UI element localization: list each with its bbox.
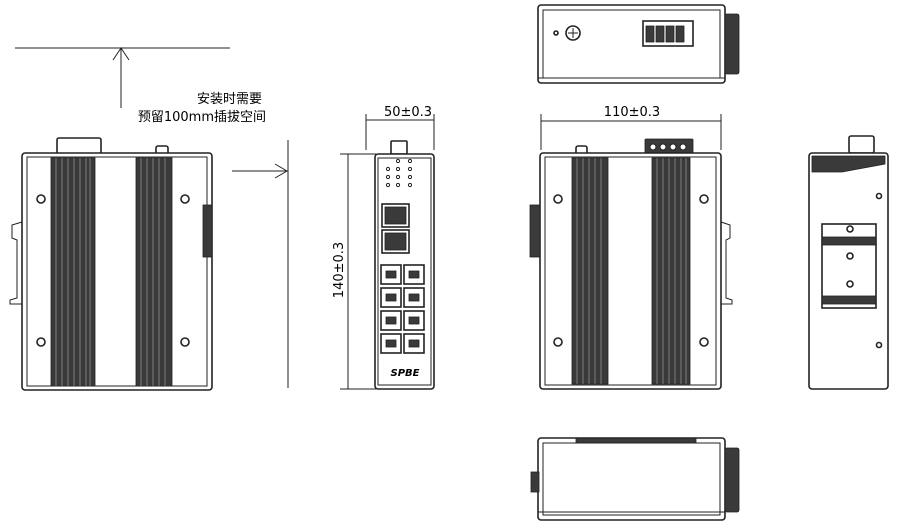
side-rail-bracket [529, 204, 541, 258]
left-din-clip [9, 221, 23, 305]
front-sfp-ports [381, 203, 410, 254]
left-fin-block-a [50, 157, 96, 387]
back-top-bevel [811, 155, 886, 173]
front-led-matrix [385, 158, 413, 188]
left-screw-tl [36, 194, 46, 204]
top-terminal-pin-3 [665, 25, 675, 43]
front-terminal-top [390, 140, 408, 155]
left-fin-group-b [135, 157, 173, 387]
side-inner-frame [544, 156, 717, 386]
side-fin-lines [576, 158, 687, 384]
left-screw-bl [36, 337, 46, 347]
side-dim-length-label: 110±0.3 [604, 105, 660, 120]
bottom-housing [537, 437, 726, 521]
top-indicator-dot [553, 30, 559, 36]
left-fin-block-b [135, 157, 173, 387]
top-terminal-pin-2 [655, 25, 665, 43]
back-screw-side-top [875, 192, 883, 200]
top-rear-cap [724, 13, 740, 75]
back-view [808, 135, 889, 390]
front-rj45-ports [380, 264, 425, 354]
left-fin-group-a [50, 157, 96, 387]
back-screw-side-bottom [875, 341, 883, 349]
right-side-view: 110±0.3 [529, 105, 733, 390]
sfp-port-2-inner [384, 232, 407, 251]
front-brand-logo: SPBE [391, 368, 420, 379]
left-housing [21, 152, 213, 391]
clearance-arrow-up-head [112, 47, 130, 61]
left-screw-br [180, 337, 190, 347]
back-top-connector [848, 135, 875, 154]
clearance-note-line1: 安装时需要 [197, 92, 262, 107]
top-view [537, 4, 740, 84]
left-inner-frame [26, 156, 208, 387]
top-housing [537, 4, 726, 84]
clearance-annotation: 安装时需要 预留100mm插拔空间 [15, 47, 289, 388]
back-din-rail [821, 236, 877, 246]
back-din-rail-lower [821, 295, 877, 305]
front-dim-width-label: 50±0.3 [384, 105, 432, 120]
front-dim-height-label: 140±0.3 [332, 242, 347, 298]
back-screw-low [846, 280, 854, 288]
left-top-connector [56, 137, 102, 155]
left-fin-lines [55, 158, 166, 386]
front-inner-panel [377, 157, 432, 386]
back-screw-mid [846, 252, 854, 260]
top-terminal-pin-4 [675, 25, 685, 43]
top-ground-screw-cross [568, 28, 578, 38]
side-fin-block-a [571, 157, 609, 385]
left-rail-bracket [202, 204, 213, 258]
clearance-arrow-right-head [274, 163, 288, 179]
front-view: 50±0.3 140±0.3 [332, 105, 435, 390]
left-side-view [9, 137, 213, 391]
top-terminal-pin-1 [645, 25, 655, 43]
bottom-view [530, 437, 740, 521]
side-screw-tl [553, 194, 563, 204]
side-fin-block-b [651, 157, 691, 385]
side-screw-br [699, 337, 709, 347]
back-screw-top [846, 225, 854, 233]
sfp-port-1-inner [384, 206, 407, 225]
side-screw-bl [553, 337, 563, 347]
clearance-note-line2: 预留100mm插拔空间 [138, 110, 266, 125]
bottom-left-tab [530, 471, 540, 493]
side-din-clip [720, 221, 733, 305]
bottom-top-stripe [575, 437, 697, 444]
side-housing [539, 152, 722, 390]
bottom-rear-cap [724, 447, 740, 513]
left-screw-tr [180, 194, 190, 204]
side-screw-tr [699, 194, 709, 204]
